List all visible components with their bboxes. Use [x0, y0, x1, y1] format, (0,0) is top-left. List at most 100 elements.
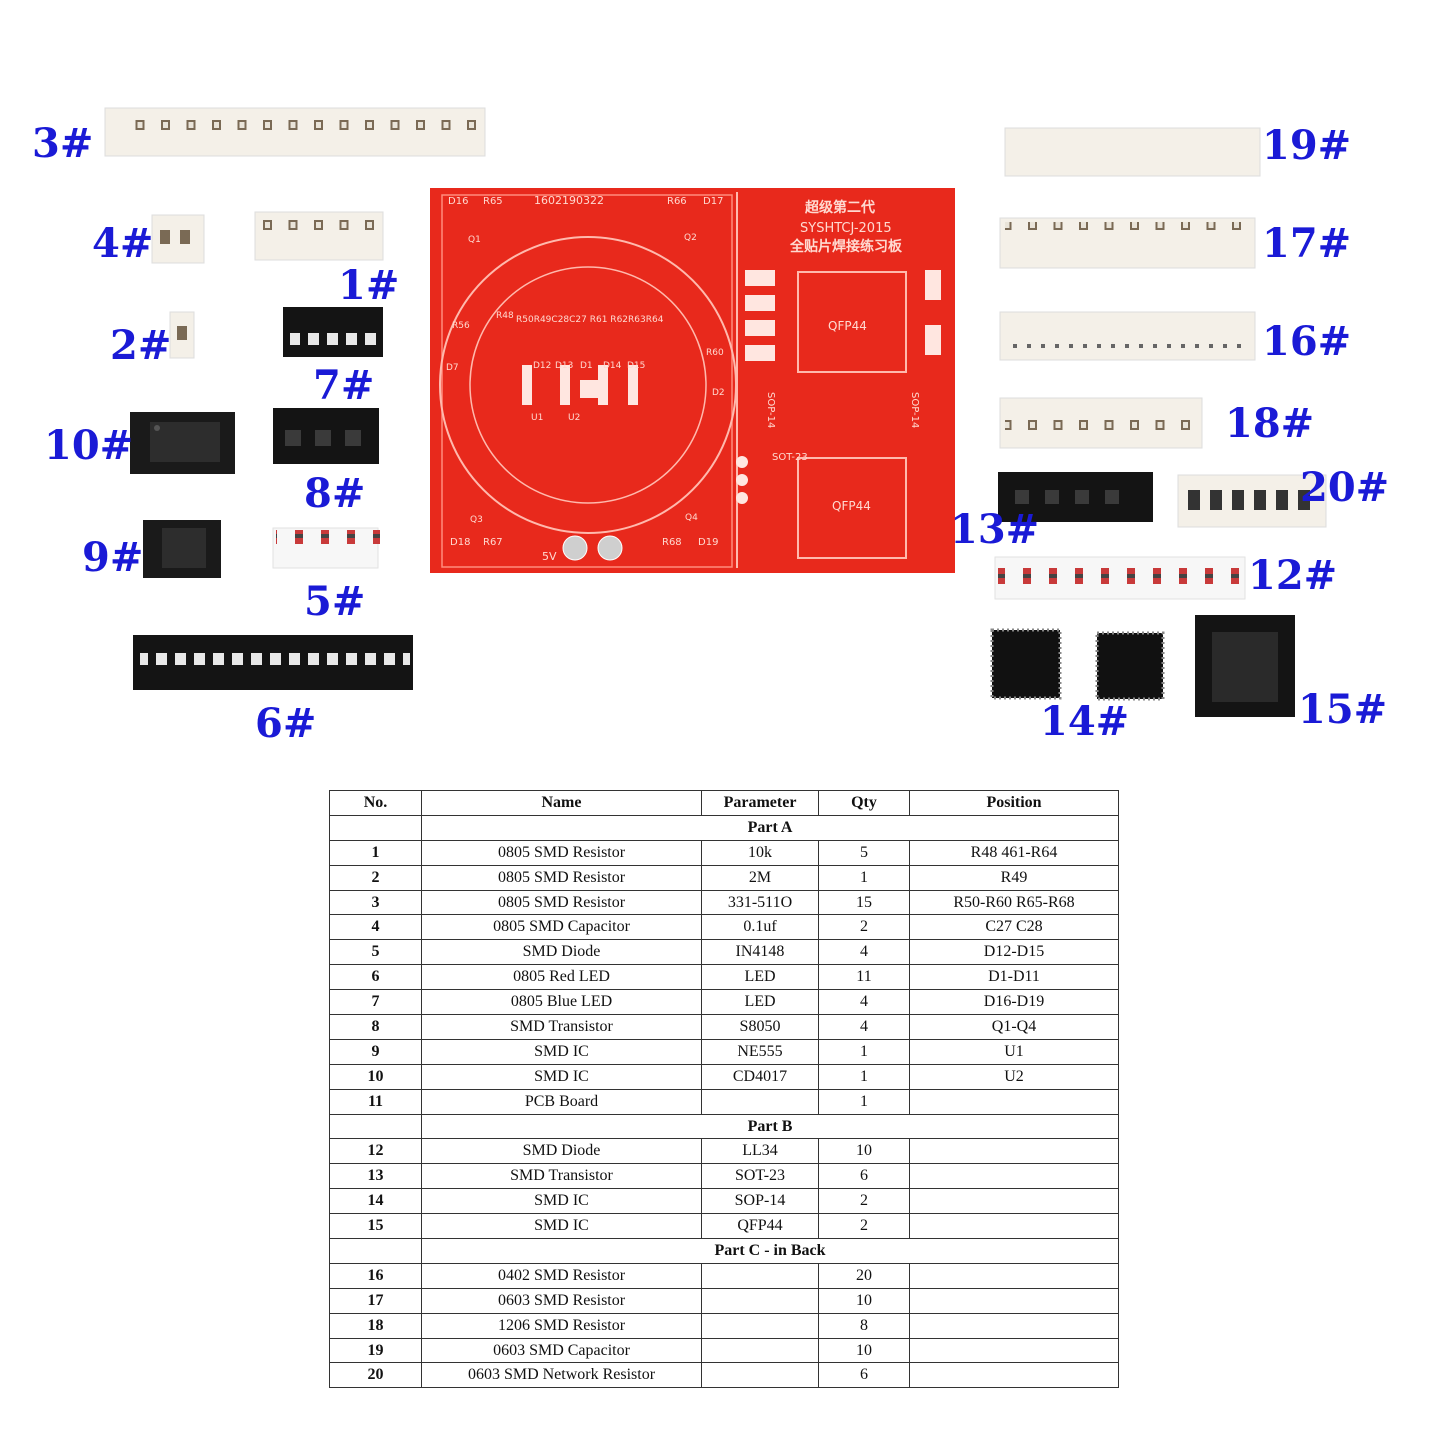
part-10-ic: [130, 412, 235, 474]
pcb-ref-u1: U1: [531, 413, 543, 423]
cell-no: 5: [329, 939, 422, 966]
tape-strip-3: [104, 107, 486, 157]
pcb-ref-d17: D17: [703, 196, 723, 207]
cell-position: [909, 1362, 1119, 1389]
cell-name: 0402 SMD Resistor: [421, 1262, 702, 1289]
cell-qty: 11: [818, 964, 910, 991]
cell-qty: 1: [818, 1038, 910, 1065]
cell-parameter: [701, 1312, 819, 1339]
cell-no: 16: [329, 1262, 422, 1289]
section-spacer-cell: [329, 1238, 422, 1264]
col-header-no: No.: [329, 790, 422, 816]
cell-qty: 4: [818, 939, 910, 966]
label-part-8: 8#: [304, 470, 366, 517]
cell-position: [909, 1213, 1119, 1240]
cell-name: PCB Board: [421, 1088, 702, 1115]
cell-position: D12-D15: [909, 939, 1119, 966]
section-spacer-cell: [329, 814, 422, 841]
cell-name: 0603 SMD Resistor: [421, 1287, 702, 1314]
pcb-ref-d7: D7: [446, 363, 459, 373]
cell-qty: 2: [818, 1188, 910, 1215]
tape-strip-4: [151, 214, 205, 264]
pcb-ref-r65: R65: [483, 196, 503, 207]
pcb-subtitle-cn: 全贴片焊接练习板: [789, 238, 903, 255]
cell-parameter: LED: [701, 989, 819, 1016]
cell-no: 10: [329, 1063, 422, 1090]
tape-strip-16: [999, 311, 1256, 361]
pcb-ref-q3: Q3: [470, 515, 483, 525]
tape-strip-13: [998, 472, 1153, 522]
cell-qty: 4: [818, 1014, 910, 1040]
label-part-15: 15#: [1298, 686, 1388, 733]
cell-parameter: LL34: [701, 1138, 819, 1165]
pcb-ref-r60: R60: [706, 348, 724, 358]
cell-no: 15: [329, 1213, 422, 1240]
tape-strip-5: [272, 527, 380, 569]
pcb-ref-r48: R48: [496, 311, 514, 321]
pcb-ref-r68: R68: [662, 537, 682, 548]
label-part-1: 1#: [338, 262, 400, 309]
cell-position: U1: [909, 1038, 1119, 1065]
cell-no: 4: [329, 914, 422, 941]
pcb-voltage: 5V: [542, 550, 557, 563]
component-photo: 1602190322 超级第二代 SYSHTCJ-2015 全贴片焊接练习板 Q…: [104, 107, 1327, 717]
label-part-20: 20#: [1300, 464, 1390, 511]
table-header-row: No. Name Parameter Qty Position: [329, 790, 1119, 816]
label-part-13: 13#: [950, 506, 1040, 553]
tape-strip-17: [999, 217, 1256, 269]
cell-position: [909, 1337, 1119, 1364]
label-part-9: 9#: [82, 534, 144, 581]
cell-no: 8: [329, 1014, 422, 1040]
label-part-19: 19#: [1262, 122, 1352, 169]
pcb-sop-label-right: SOP-14: [909, 392, 920, 428]
cell-position: R49: [909, 864, 1119, 891]
pcb-sot-label: SOT-23: [772, 452, 808, 463]
label-part-14: 14#: [1040, 698, 1130, 745]
label-part-7: 7#: [313, 362, 375, 409]
cell-no: 19: [329, 1337, 422, 1364]
cell-name: 0805 Blue LED: [421, 989, 702, 1016]
cell-position: D1-D11: [909, 964, 1119, 991]
cell-parameter: S8050: [701, 1014, 819, 1040]
part-14-qfp: [990, 628, 1165, 701]
cell-parameter: LED: [701, 964, 819, 991]
cell-name: SMD IC: [421, 1063, 702, 1090]
cell-name: 0805 SMD Resistor: [421, 889, 702, 916]
cell-position: U2: [909, 1063, 1119, 1090]
cell-no: 7: [329, 989, 422, 1016]
cell-position: [909, 1188, 1119, 1215]
cell-no: 18: [329, 1312, 422, 1339]
pcb-ref-d18: D18: [450, 537, 470, 548]
cell-parameter: CD4017: [701, 1063, 819, 1090]
pcb-ref-d1: D1: [580, 361, 593, 371]
cell-parameter: 331-511O: [701, 889, 819, 916]
pcb-serial: 1602190322: [534, 194, 604, 207]
cell-name: 1206 SMD Resistor: [421, 1312, 702, 1339]
cell-parameter: [701, 1262, 819, 1289]
cell-parameter: NE555: [701, 1038, 819, 1065]
cell-position: [909, 1312, 1119, 1339]
pcb-ref-r66: R66: [667, 196, 687, 207]
cell-parameter: SOT-23: [701, 1163, 819, 1190]
cell-position: [909, 1163, 1119, 1190]
cell-qty: 10: [818, 1287, 910, 1314]
cell-qty: 10: [818, 1337, 910, 1364]
part-15-ic: [1195, 615, 1295, 717]
section-header-row: Part C - in Back: [329, 1238, 1119, 1264]
col-header-name: Name: [421, 790, 702, 816]
label-part-10: 10#: [44, 422, 134, 469]
cell-qty: 6: [818, 1362, 910, 1389]
cell-name: SMD IC: [421, 1038, 702, 1065]
cell-no: 14: [329, 1188, 422, 1215]
cell-name: 0805 Red LED: [421, 964, 702, 991]
pcb-ref-row: R50R49C28C27 R61 R62R63R64: [516, 315, 664, 325]
